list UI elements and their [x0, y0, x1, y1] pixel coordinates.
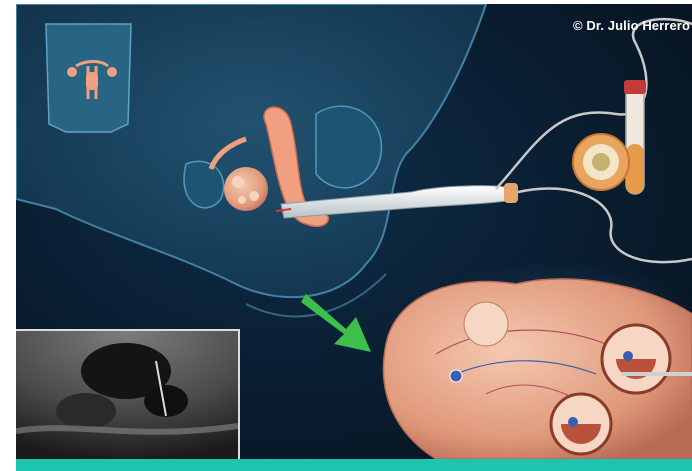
oocyte-cell: [573, 134, 629, 190]
ultrasound-scan-image: [16, 329, 240, 459]
test-tube: [624, 80, 646, 194]
anatomy-inset-icon: [46, 24, 131, 132]
copyright-label: © Dr. Julio Herrero: [573, 18, 690, 33]
zoom-arrow: [301, 294, 371, 352]
accent-bar: [16, 459, 692, 471]
ovary-detail: [383, 259, 692, 459]
illustration-frame: © Dr. Julio Herrero: [16, 4, 692, 459]
